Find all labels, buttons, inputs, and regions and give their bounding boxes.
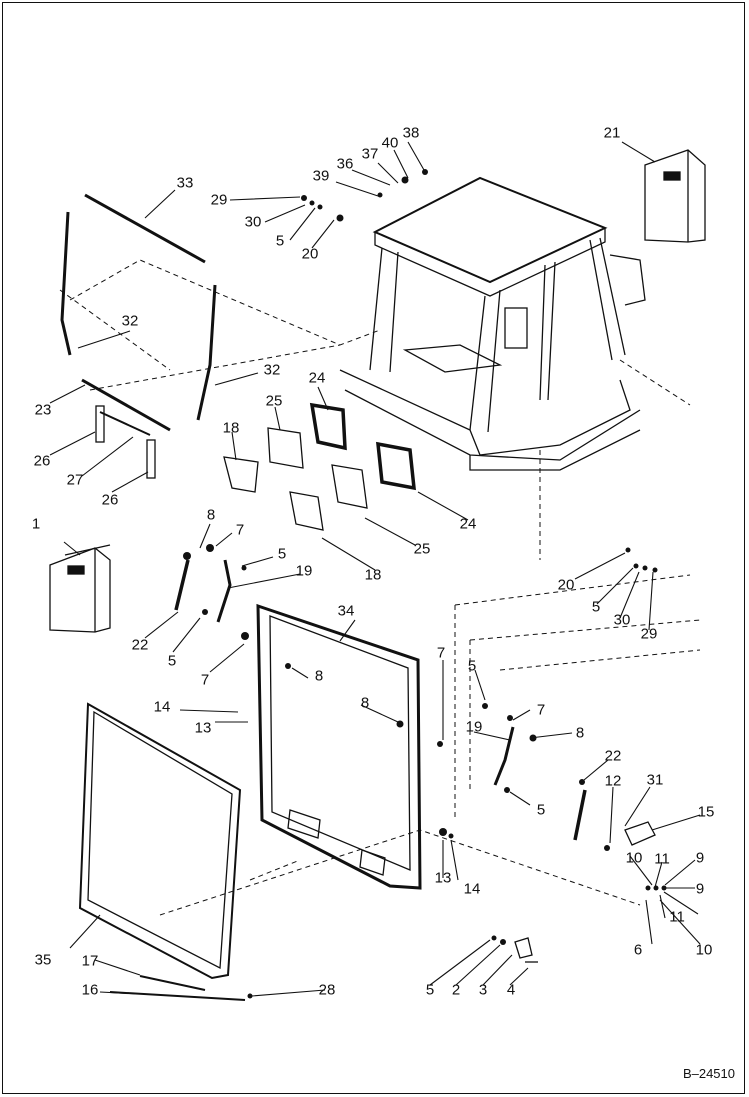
callout-12: 12 <box>604 772 622 790</box>
callout-33: 33 <box>176 174 194 192</box>
callout-23: 23 <box>34 401 52 419</box>
callout-11b: 11 <box>669 908 685 926</box>
struts-and-hinges <box>174 559 587 841</box>
callout-38: 38 <box>402 124 420 142</box>
callout-11: 11 <box>654 850 670 868</box>
callout-9: 9 <box>695 849 705 867</box>
callout-35: 35 <box>34 951 52 969</box>
callout-25: 25 <box>265 392 283 410</box>
callout-14: 14 <box>153 698 171 716</box>
callout-32b: 32 <box>263 361 281 379</box>
callout-40: 40 <box>381 134 399 152</box>
door-glass <box>78 702 242 980</box>
callout-16: 16 <box>81 981 99 999</box>
callout-25b: 25 <box>413 540 431 558</box>
leader-lines <box>49 141 701 997</box>
callout-5e: 5 <box>467 657 477 675</box>
callout-8b: 8 <box>314 667 324 685</box>
callout-18b: 18 <box>364 566 382 584</box>
callout-5f: 5 <box>536 801 546 819</box>
callout-9b: 9 <box>695 880 705 898</box>
cab-canopy <box>339 176 646 471</box>
callout-8c: 8 <box>360 694 370 712</box>
callout-4: 4 <box>506 981 516 999</box>
callout-5b: 5 <box>277 545 287 563</box>
callout-5g: 5 <box>425 981 435 999</box>
door-frame <box>256 603 422 890</box>
manual-book-icons <box>49 149 706 633</box>
callout-18: 18 <box>222 419 240 437</box>
callout-30b: 30 <box>613 611 631 629</box>
callout-7d: 7 <box>536 701 546 719</box>
callout-31: 31 <box>646 771 664 789</box>
glass-seal-strips <box>60 193 217 432</box>
callout-2: 2 <box>451 981 461 999</box>
callout-13b: 13 <box>434 869 452 887</box>
callout-1: 1 <box>31 515 41 533</box>
callout-7c: 7 <box>436 644 446 662</box>
callout-13: 13 <box>194 719 212 737</box>
dashed-guide-lines <box>59 259 701 916</box>
callout-29b: 29 <box>640 625 658 643</box>
drawing-number: B–24510 <box>682 1066 735 1081</box>
callout-5: 5 <box>275 232 285 250</box>
latch-hardware <box>514 821 656 963</box>
callout-26b: 26 <box>101 491 119 509</box>
glass-brackets <box>95 405 156 479</box>
callout-5d: 5 <box>167 652 177 670</box>
wiper-assembly <box>109 975 246 1001</box>
callout-29: 29 <box>210 191 228 209</box>
callout-5c: 5 <box>591 598 601 616</box>
callout-34: 34 <box>337 602 355 620</box>
glass-panes <box>223 402 416 531</box>
callout-10b: 10 <box>695 941 713 959</box>
callout-15: 15 <box>697 803 715 821</box>
callout-19b: 19 <box>465 718 483 736</box>
callout-28: 28 <box>318 981 336 999</box>
callout-32: 32 <box>121 312 139 330</box>
callout-26: 26 <box>33 452 51 470</box>
callout-39: 39 <box>312 167 330 185</box>
callout-17: 17 <box>81 952 99 970</box>
callout-22: 22 <box>131 636 149 654</box>
fastener-dots <box>183 169 667 999</box>
callout-20b: 20 <box>557 576 575 594</box>
callout-36: 36 <box>336 155 354 173</box>
callout-30: 30 <box>244 213 262 231</box>
callout-14b: 14 <box>463 880 481 898</box>
callout-10: 10 <box>625 849 643 867</box>
callout-8: 8 <box>206 506 216 524</box>
callout-24b: 24 <box>459 515 477 533</box>
callout-20: 20 <box>301 245 319 263</box>
callout-27: 27 <box>66 471 84 489</box>
callout-3: 3 <box>478 981 488 999</box>
callout-22b: 22 <box>604 747 622 765</box>
callout-7: 7 <box>235 521 245 539</box>
callout-21: 21 <box>603 124 621 142</box>
callout-19: 19 <box>295 562 313 580</box>
callout-6: 6 <box>633 941 643 959</box>
callout-7b: 7 <box>200 671 210 689</box>
callout-8d: 8 <box>575 724 585 742</box>
callout-24: 24 <box>308 369 326 387</box>
callout-37: 37 <box>361 145 379 163</box>
